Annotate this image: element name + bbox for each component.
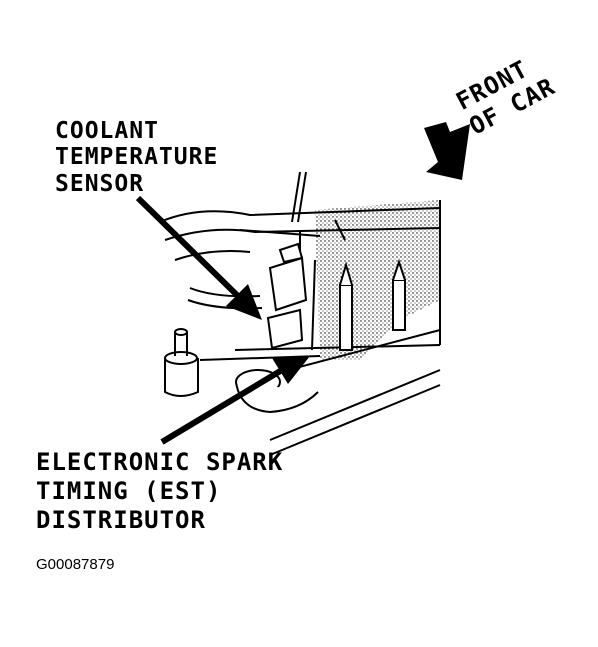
est-distributor-label: ELECTRONIC SPARK TIMING (EST) DISTRIBUTO…: [36, 448, 284, 534]
front-direction-arrow: [424, 122, 470, 180]
figure-code: G00087879: [36, 556, 115, 573]
est-callout-arrow: [160, 356, 310, 445]
plug-towers: [339, 258, 406, 351]
engine-block-shading: [315, 200, 440, 360]
coolant-callout-arrow: [135, 195, 262, 320]
left-fitting: [164, 328, 199, 397]
coolant-sensor-label: COOLANT TEMPERATURE SENSOR: [55, 118, 219, 197]
sensor-connector: [266, 171, 308, 350]
